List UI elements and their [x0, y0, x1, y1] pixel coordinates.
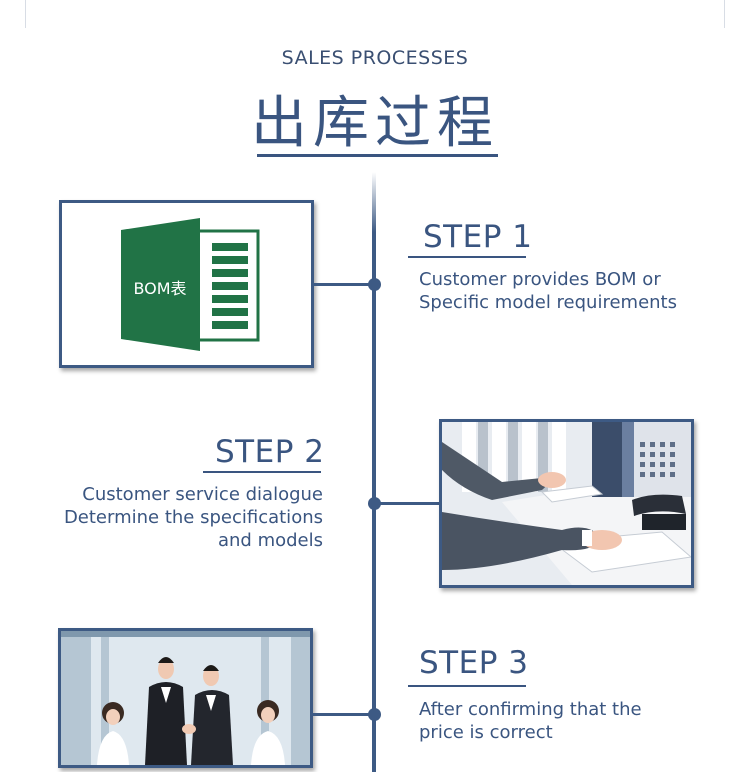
timeline-line	[372, 172, 376, 772]
frame-line-right	[724, 0, 725, 28]
step1-description: Customer provides BOM or Specific model …	[419, 268, 677, 314]
step1-desc-line2: Specific model requirements	[419, 292, 677, 313]
step3-description: After confirming that the price is corre…	[419, 698, 642, 744]
step2-description: Customer service dialogue Determine the …	[40, 483, 323, 552]
step1-desc-line1: Customer provides BOM or	[419, 269, 661, 290]
excel-bom-icon: BOM表	[121, 218, 260, 351]
step3-dot	[368, 708, 381, 721]
step3-desc-line1: After confirming that the	[419, 699, 642, 720]
step3-connector	[313, 713, 373, 716]
step3-underline	[408, 685, 526, 687]
step1-title: STEP 1	[423, 219, 533, 255]
step1-connector	[314, 283, 374, 286]
office-typing-photo	[442, 422, 691, 585]
step1-image-card: BOM表	[59, 200, 314, 368]
step3-desc-line2: price is correct	[419, 722, 553, 743]
step2-desc-line2: Determine the specifications	[63, 507, 323, 528]
frame-line-left	[25, 0, 26, 28]
header-underline	[257, 154, 498, 157]
step1-dot	[368, 278, 381, 291]
step2-title: STEP 2	[215, 434, 325, 470]
step3-image-card	[58, 628, 313, 768]
step1-underline	[408, 256, 526, 258]
step2-desc-line1: Customer service dialogue	[82, 484, 323, 505]
header-subtitle: SALES PROCESSES	[281, 47, 469, 69]
step2-desc-line3: and models	[217, 530, 323, 551]
step2-underline	[203, 471, 321, 473]
step2-image-card	[439, 419, 694, 588]
step3-title: STEP 3	[419, 645, 529, 681]
step2-connector	[374, 502, 442, 505]
bom-caption: BOM表	[133, 279, 186, 298]
business-handshake-photo	[61, 631, 310, 765]
page-title: 出库过程	[251, 91, 499, 156]
